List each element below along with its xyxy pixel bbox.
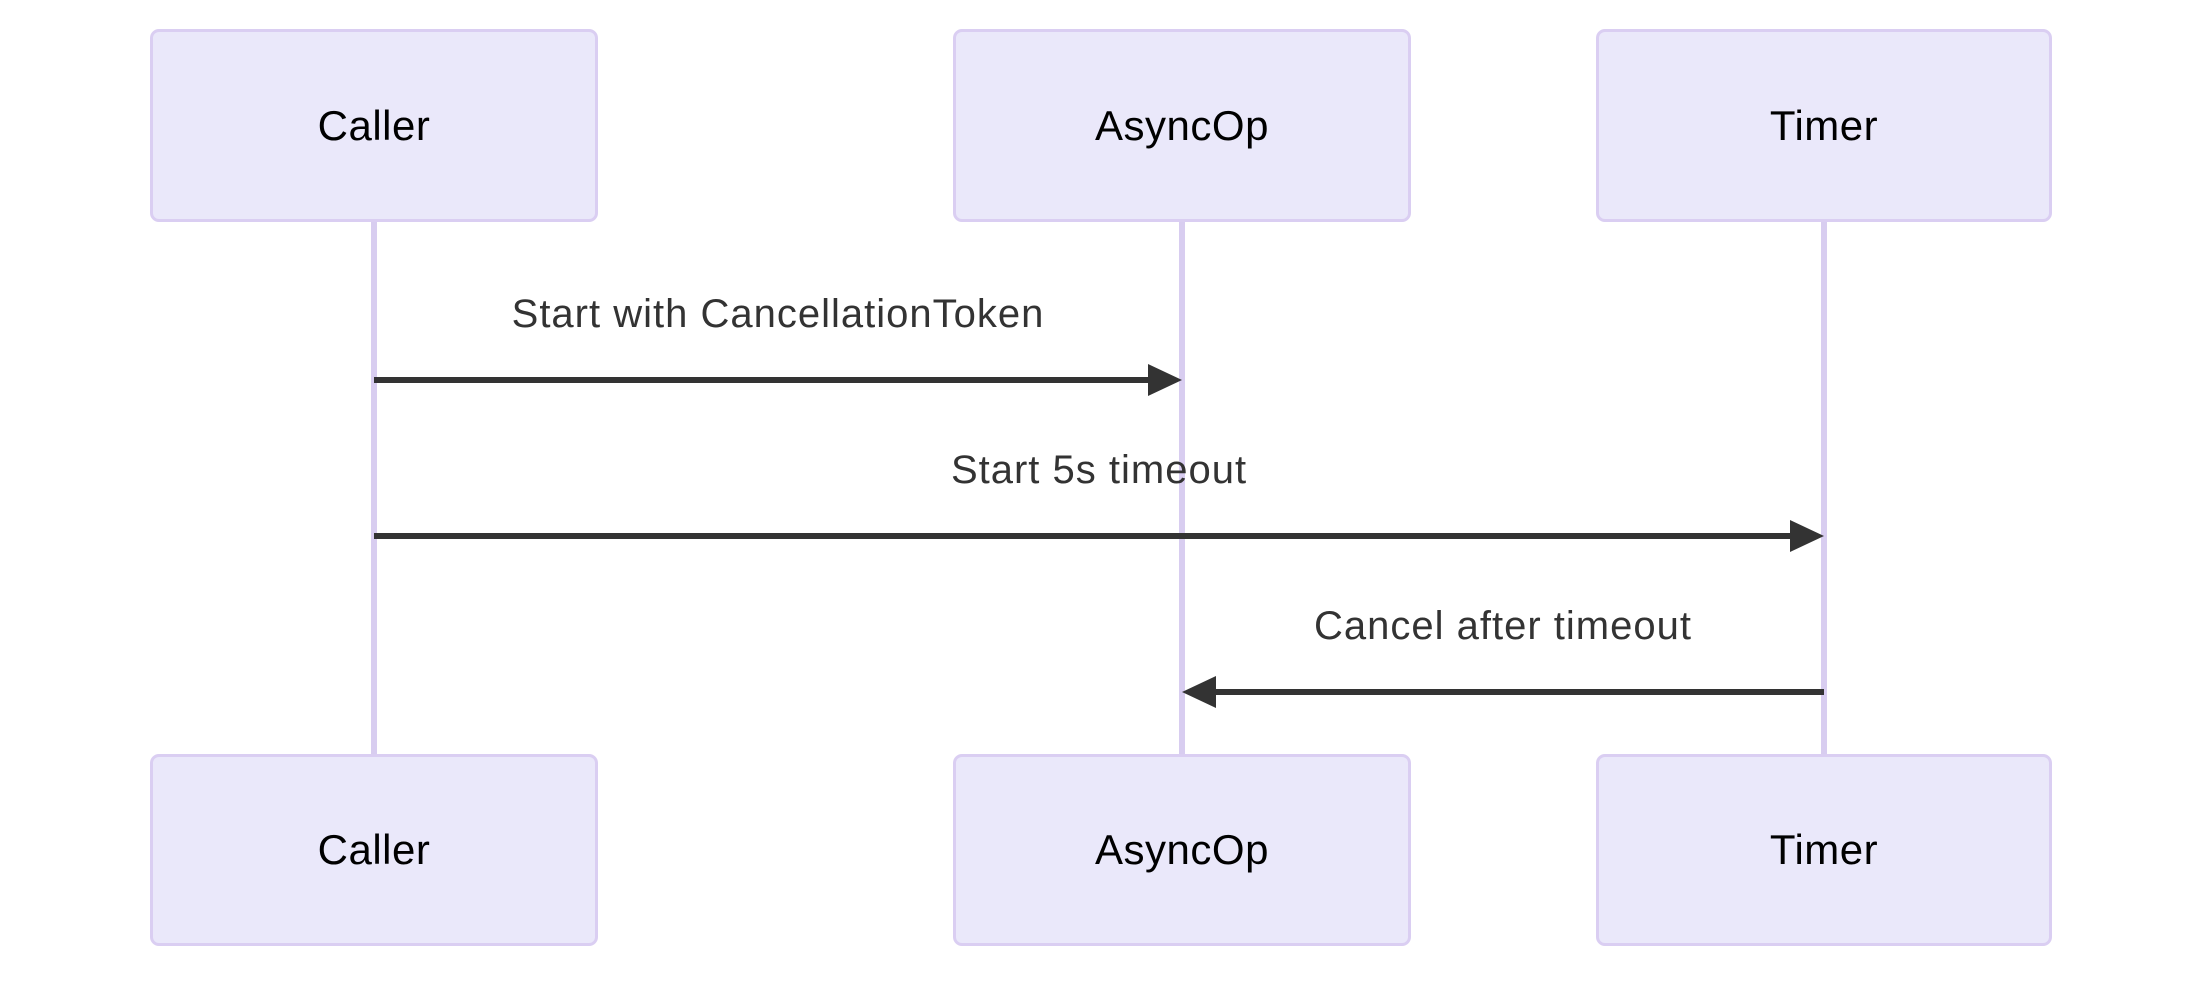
message-2-label: Start 5s timeout bbox=[950, 448, 1248, 492]
message-3-label: Cancel after timeout bbox=[1314, 604, 1692, 648]
lifeline-caller bbox=[371, 222, 377, 754]
actor-box-caller-top: Caller bbox=[150, 29, 598, 222]
actor-label-asyncop-bottom: AsyncOp bbox=[1095, 826, 1269, 873]
actor-label-asyncop-top: AsyncOp bbox=[1095, 101, 1269, 149]
lifeline-timer bbox=[1821, 222, 1827, 754]
actor-box-asyncop-bottom: AsyncOp bbox=[953, 754, 1411, 946]
message-2-line bbox=[374, 533, 1792, 539]
message-1-label: Start with CancellationToken bbox=[511, 292, 1045, 336]
actor-label-timer-top: Timer bbox=[1769, 101, 1879, 149]
arrowhead-right-icon bbox=[1790, 520, 1824, 552]
actor-label-caller-top: Caller bbox=[317, 101, 431, 149]
actor-box-timer-top: Timer bbox=[1596, 29, 2052, 222]
arrowhead-right-icon bbox=[1148, 364, 1182, 396]
actor-box-caller-bottom: Caller bbox=[150, 754, 598, 946]
message-3-line bbox=[1214, 689, 1824, 695]
actor-label-caller-bottom: Caller bbox=[317, 826, 431, 873]
lifeline-asyncop bbox=[1179, 222, 1185, 754]
arrowhead-left-icon bbox=[1182, 676, 1216, 708]
actor-box-timer-bottom: Timer bbox=[1596, 754, 2052, 946]
actor-box-asyncop-top: AsyncOp bbox=[953, 29, 1411, 222]
message-1-line bbox=[374, 377, 1150, 383]
actor-label-timer-bottom: Timer bbox=[1769, 826, 1879, 873]
